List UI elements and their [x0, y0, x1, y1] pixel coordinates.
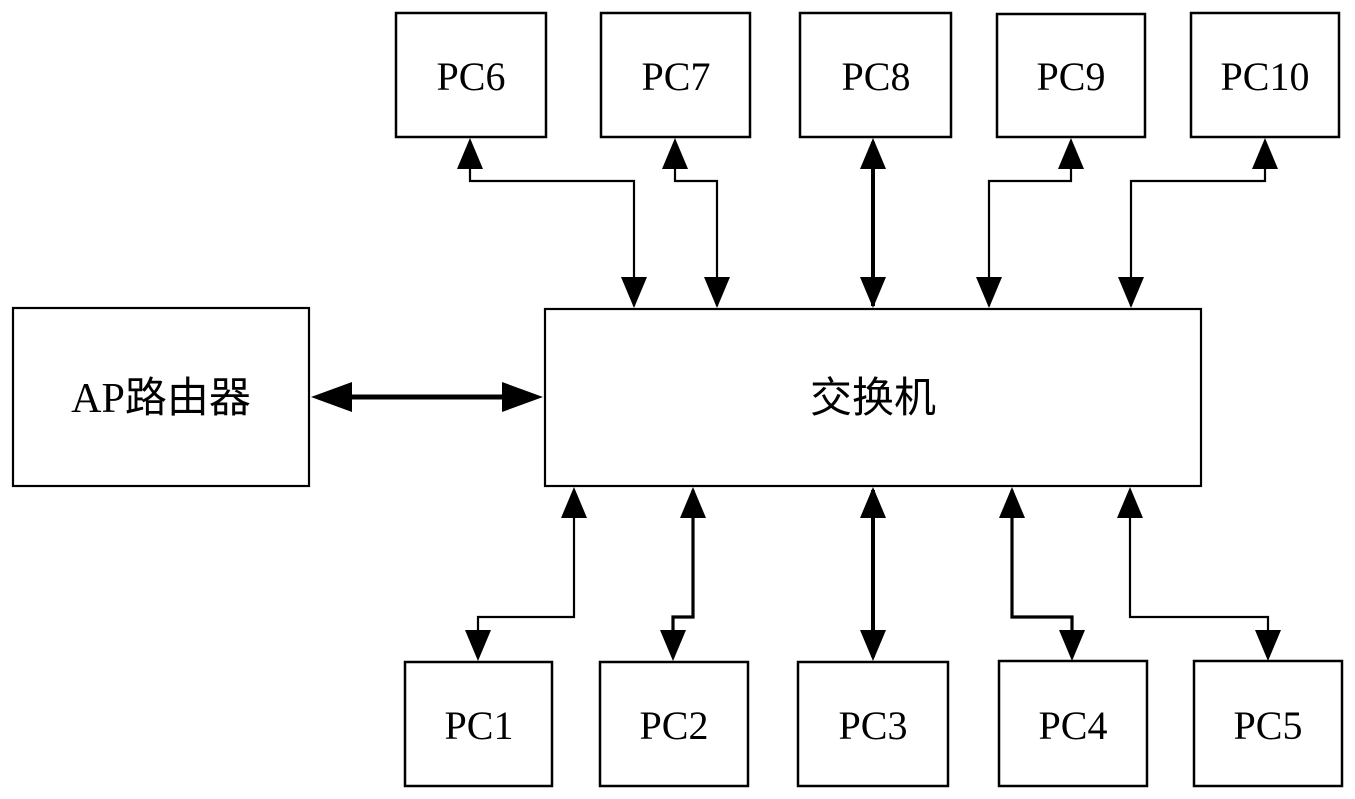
connector-switch-pc9	[976, 138, 1084, 308]
node-pc9: PC9	[995, 12, 1147, 139]
node-label-pc5: PC5	[1234, 703, 1303, 748]
node-box-pc4	[997, 659, 1149, 788]
arrowhead-down-icon	[465, 630, 491, 661]
node-pc2: PC2	[598, 660, 750, 788]
node-label-pc4: PC4	[1039, 703, 1108, 748]
arrowhead-up-icon	[1058, 138, 1084, 169]
node-label-pc1: PC1	[445, 703, 514, 748]
node-pc10: PC10	[1189, 11, 1341, 139]
arrowhead-down-icon	[976, 277, 1002, 308]
connector-switch-pc8	[860, 138, 886, 308]
arrowhead-up-icon	[1117, 487, 1143, 518]
node-label-pc3: PC3	[839, 703, 908, 748]
node-label-pc10: PC10	[1221, 54, 1310, 99]
node-box-pc6	[394, 11, 548, 139]
arrowhead-up-icon	[860, 487, 886, 518]
arrowhead-up-icon	[1252, 138, 1278, 169]
node-box-pc3	[796, 660, 950, 788]
arrowhead-down-icon	[860, 630, 886, 661]
node-box-pc5	[1192, 659, 1344, 788]
node-label-pc6: PC6	[437, 54, 506, 99]
node-label-ap-router: AP路由器	[71, 376, 251, 422]
arrowhead-down-icon	[860, 277, 886, 308]
arrowhead-up-icon	[860, 138, 886, 169]
node-label-pc8: PC8	[842, 54, 911, 99]
connector-switch-pc1	[465, 487, 587, 661]
node-label-pc2: PC2	[640, 703, 709, 748]
node-box-pc9	[995, 12, 1147, 139]
arrowhead-down-icon	[1059, 630, 1085, 661]
node-box-pc10	[1189, 11, 1341, 139]
node-box-ap-router	[11, 306, 311, 488]
arrowhead-left-icon	[311, 382, 352, 412]
node-label-pc7: PC7	[642, 54, 711, 99]
arrowhead-down-icon	[704, 277, 730, 308]
arrowhead-up-icon	[457, 138, 483, 169]
node-pc5: PC5	[1192, 659, 1344, 788]
arrowhead-up-icon	[561, 487, 587, 518]
connector-line	[1129, 142, 1267, 306]
connector-switch-pc2	[660, 487, 706, 661]
connector-aprouter-switch	[311, 382, 543, 412]
node-pc3: PC3	[796, 660, 950, 788]
node-box-pc2	[598, 660, 750, 788]
connector-line	[987, 142, 1073, 306]
arrowhead-up-icon	[999, 487, 1025, 518]
arrowhead-down-icon	[1118, 277, 1144, 308]
connector-switch-pc4	[999, 487, 1085, 661]
arrowhead-down-icon	[621, 277, 647, 308]
connector-line	[1128, 490, 1270, 657]
connector-switch-pc5	[1117, 487, 1281, 661]
node-box-pc7	[599, 11, 752, 139]
arrowhead-down-icon	[1255, 630, 1281, 661]
node-box-pc8	[798, 11, 953, 139]
arrowhead-right-icon	[502, 382, 543, 412]
node-switch: 交换机	[543, 307, 1203, 488]
arrowhead-up-icon	[662, 138, 688, 169]
connector-line	[468, 142, 636, 306]
connector-switch-pc3	[860, 487, 886, 661]
node-pc1: PC1	[403, 660, 554, 788]
node-label-pc9: PC9	[1037, 54, 1106, 99]
connector-line	[476, 490, 576, 657]
node-label-switch: 交换机	[810, 375, 936, 422]
arrowhead-up-icon	[680, 487, 706, 518]
connector-switch-pc6	[457, 138, 647, 308]
connector-switch-pc7	[662, 138, 730, 308]
node-pc8: PC8	[798, 11, 953, 139]
node-ap-router: AP路由器	[11, 306, 311, 488]
node-pc4: PC4	[997, 659, 1149, 788]
connector-switch-pc10	[1118, 138, 1278, 308]
node-box-switch	[543, 307, 1203, 488]
node-pc6: PC6	[394, 11, 548, 139]
node-box-pc1	[403, 660, 554, 788]
node-pc7: PC7	[599, 11, 752, 139]
arrowhead-down-icon	[660, 630, 686, 661]
